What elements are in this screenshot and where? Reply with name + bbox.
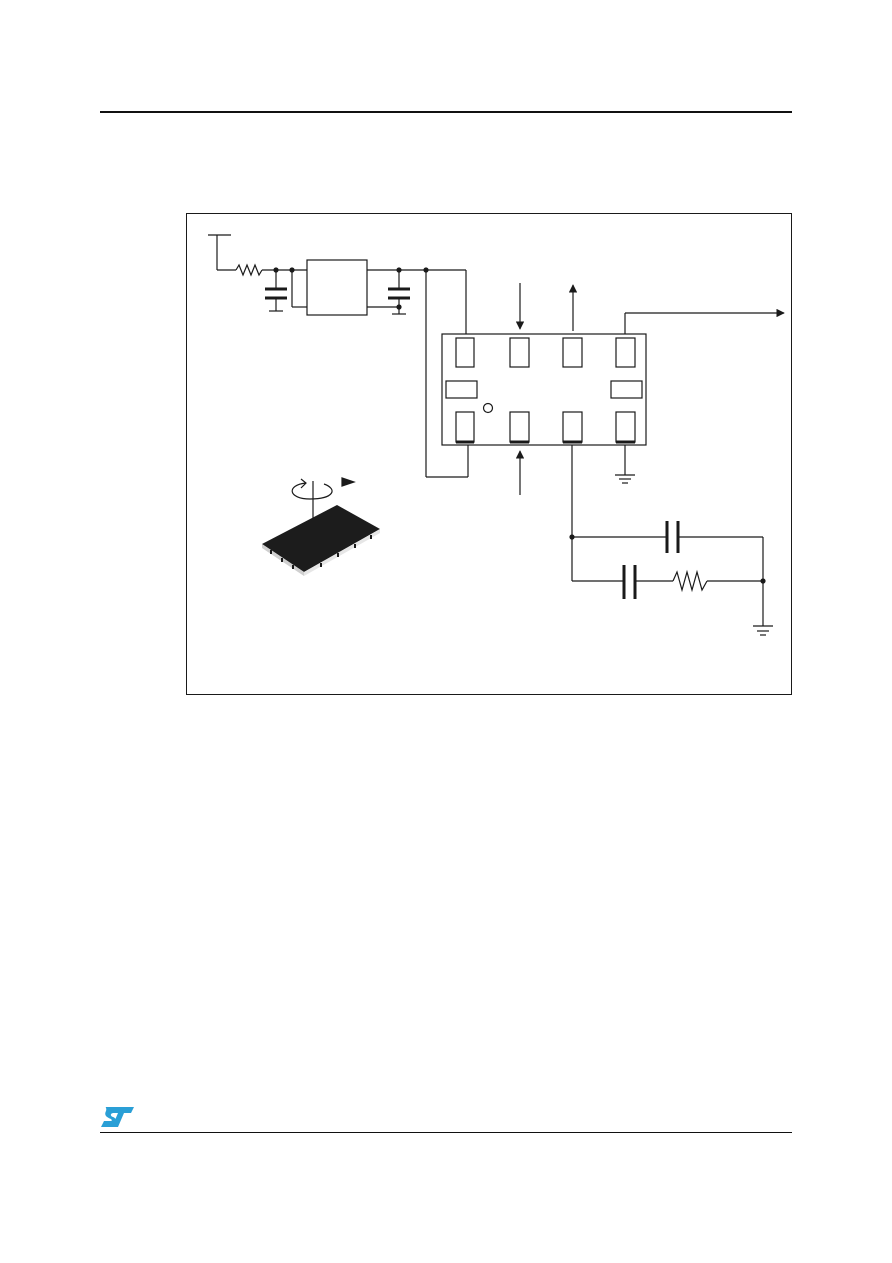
- st-logo-icon: [101, 1107, 134, 1127]
- filter-capacitor-upper: [665, 521, 680, 553]
- filter-resistor: [672, 569, 708, 593]
- ground-symbol: [615, 445, 635, 484]
- input-capacitor: [265, 270, 287, 312]
- rotation-indicator-icon: [291, 477, 356, 518]
- figure-frame: [186, 213, 792, 695]
- header-rule: [100, 111, 792, 113]
- output-signal-arrow: [624, 308, 785, 334]
- series-resistor: [235, 263, 263, 277]
- supply-terminal: [208, 234, 236, 271]
- package-3d-view: [262, 505, 380, 576]
- sensor-ic-package: [441, 333, 647, 446]
- filter-capacitor-lower: [622, 565, 637, 599]
- application-schematic: [186, 213, 792, 695]
- regulator-block: [306, 259, 368, 316]
- footer-rule: [100, 1132, 792, 1133]
